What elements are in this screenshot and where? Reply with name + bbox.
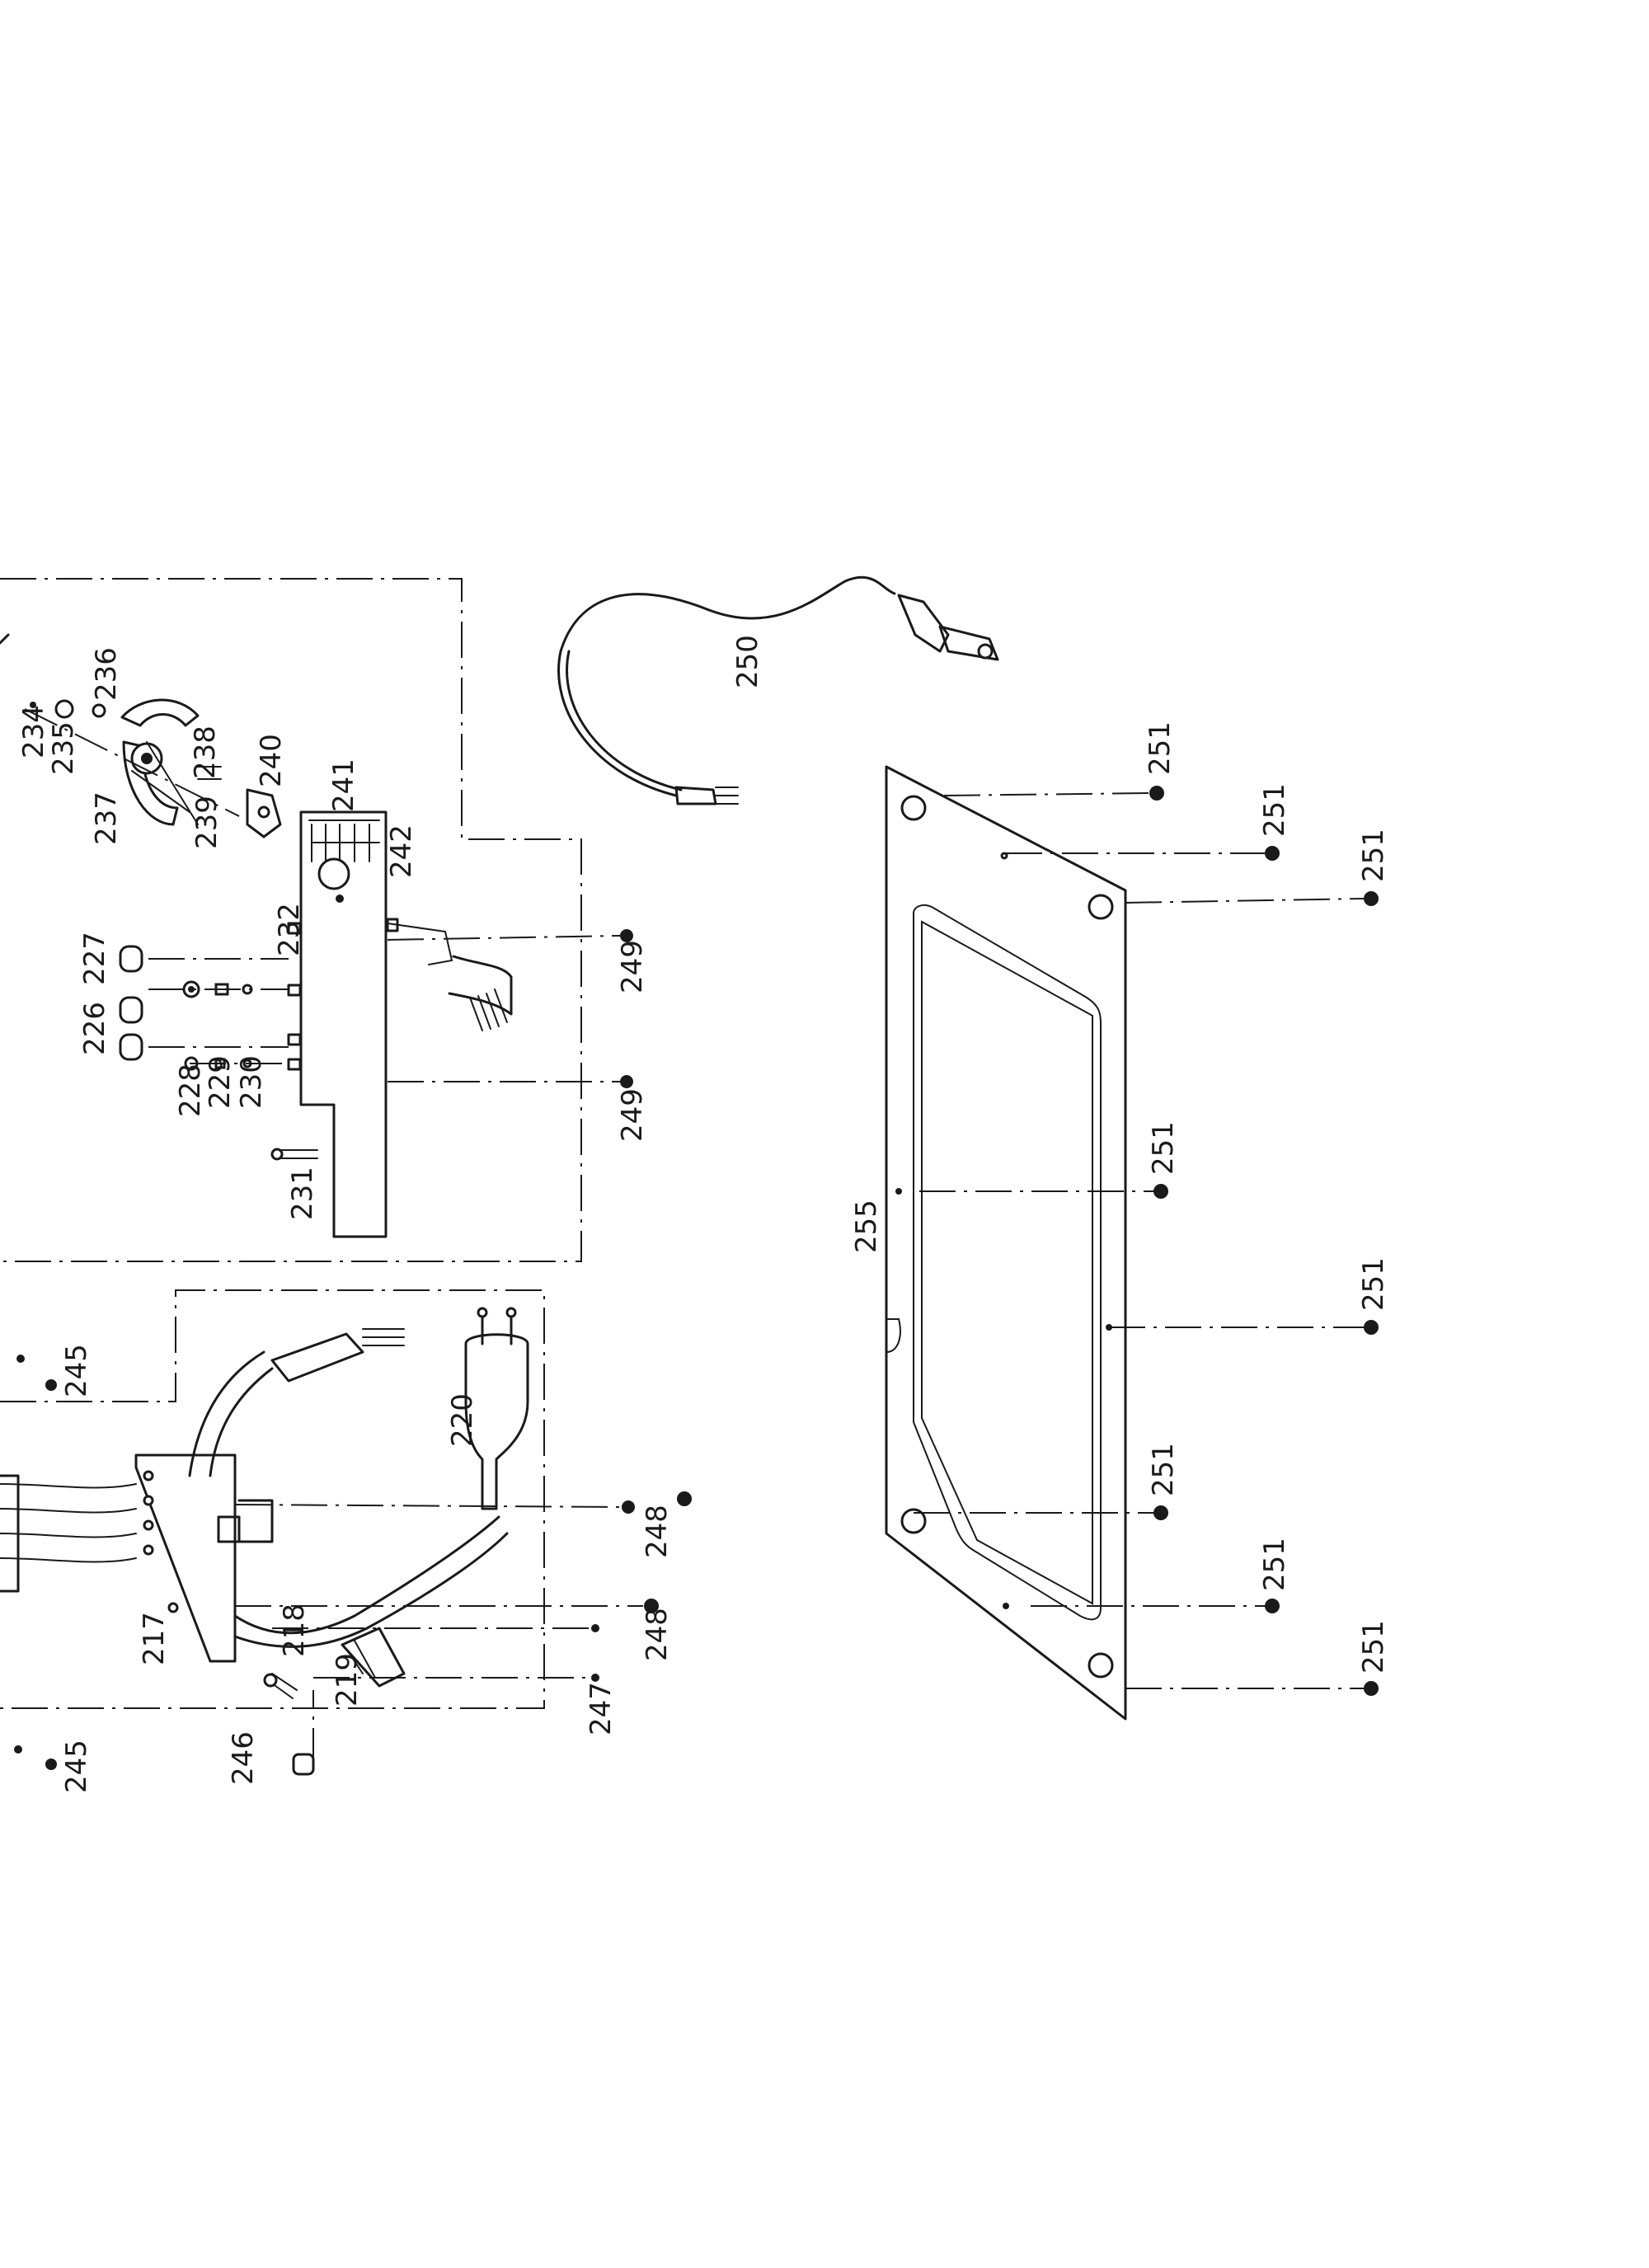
connection-cable [557,575,999,805]
callout-229: 229 [204,1055,237,1109]
callout-249-lower: 249 [616,1088,649,1142]
callout-250: 250 [731,635,764,688]
power-board [0,1328,509,1776]
callout-251-c: 251 [1357,829,1390,882]
knob-parts [119,945,289,1071]
callout-242: 242 [385,824,418,878]
power-screws [14,1355,692,1770]
callout-227: 227 [78,932,111,985]
base-plate [885,765,1127,1721]
callout-251-d: 251 [1147,1121,1180,1175]
callout-251-a: 251 [1144,721,1177,775]
callout-231: 231 [286,1167,319,1220]
callout-249-upper: 249 [616,940,649,993]
callout-220: 220 [446,1393,479,1447]
callout-235: 235 [47,721,80,775]
callout-218: 218 [278,1604,311,1657]
upper-assembly-boundary [0,578,582,1262]
power-assembly-boundary [0,1289,545,1709]
callout-228: 228 [174,1064,207,1117]
callout-234: 234 [17,705,50,758]
callout-230: 230 [235,1055,268,1109]
callout-236: 236 [90,647,123,701]
callout-239: 239 [190,796,223,849]
board-screws [386,918,633,1088]
callout-248-upper: 248 [641,1505,674,1558]
callout-237: 237 [90,791,123,845]
mains-plug [464,1307,529,1510]
callout-240: 240 [255,734,288,787]
callout-255: 255 [850,1200,883,1253]
callout-217: 217 [138,1612,171,1665]
motor-disc-assembly [0,633,282,838]
callout-labels: 234 235 236 237 238 239 240 241 242 227 … [17,635,1390,1793]
callout-248-lower: 248 [641,1608,674,1661]
callout-232: 232 [273,903,306,956]
callout-251-g: 251 [1258,1538,1291,1591]
callout-238: 238 [189,725,222,779]
callout-246: 246 [227,1731,260,1785]
callout-251-e: 251 [1357,1257,1390,1311]
base-screws [914,786,1379,1696]
callout-226: 226 [78,1002,111,1055]
callout-245-lower: 245 [60,1740,93,1793]
callout-251-b: 251 [1258,783,1291,837]
callout-251-f: 251 [1147,1443,1180,1496]
callout-245-upper: 245 [60,1344,93,1397]
callout-247: 247 [585,1682,618,1735]
callout-251-h: 251 [1357,1620,1390,1674]
callout-241: 241 [327,758,360,812]
callout-219: 219 [331,1653,364,1707]
